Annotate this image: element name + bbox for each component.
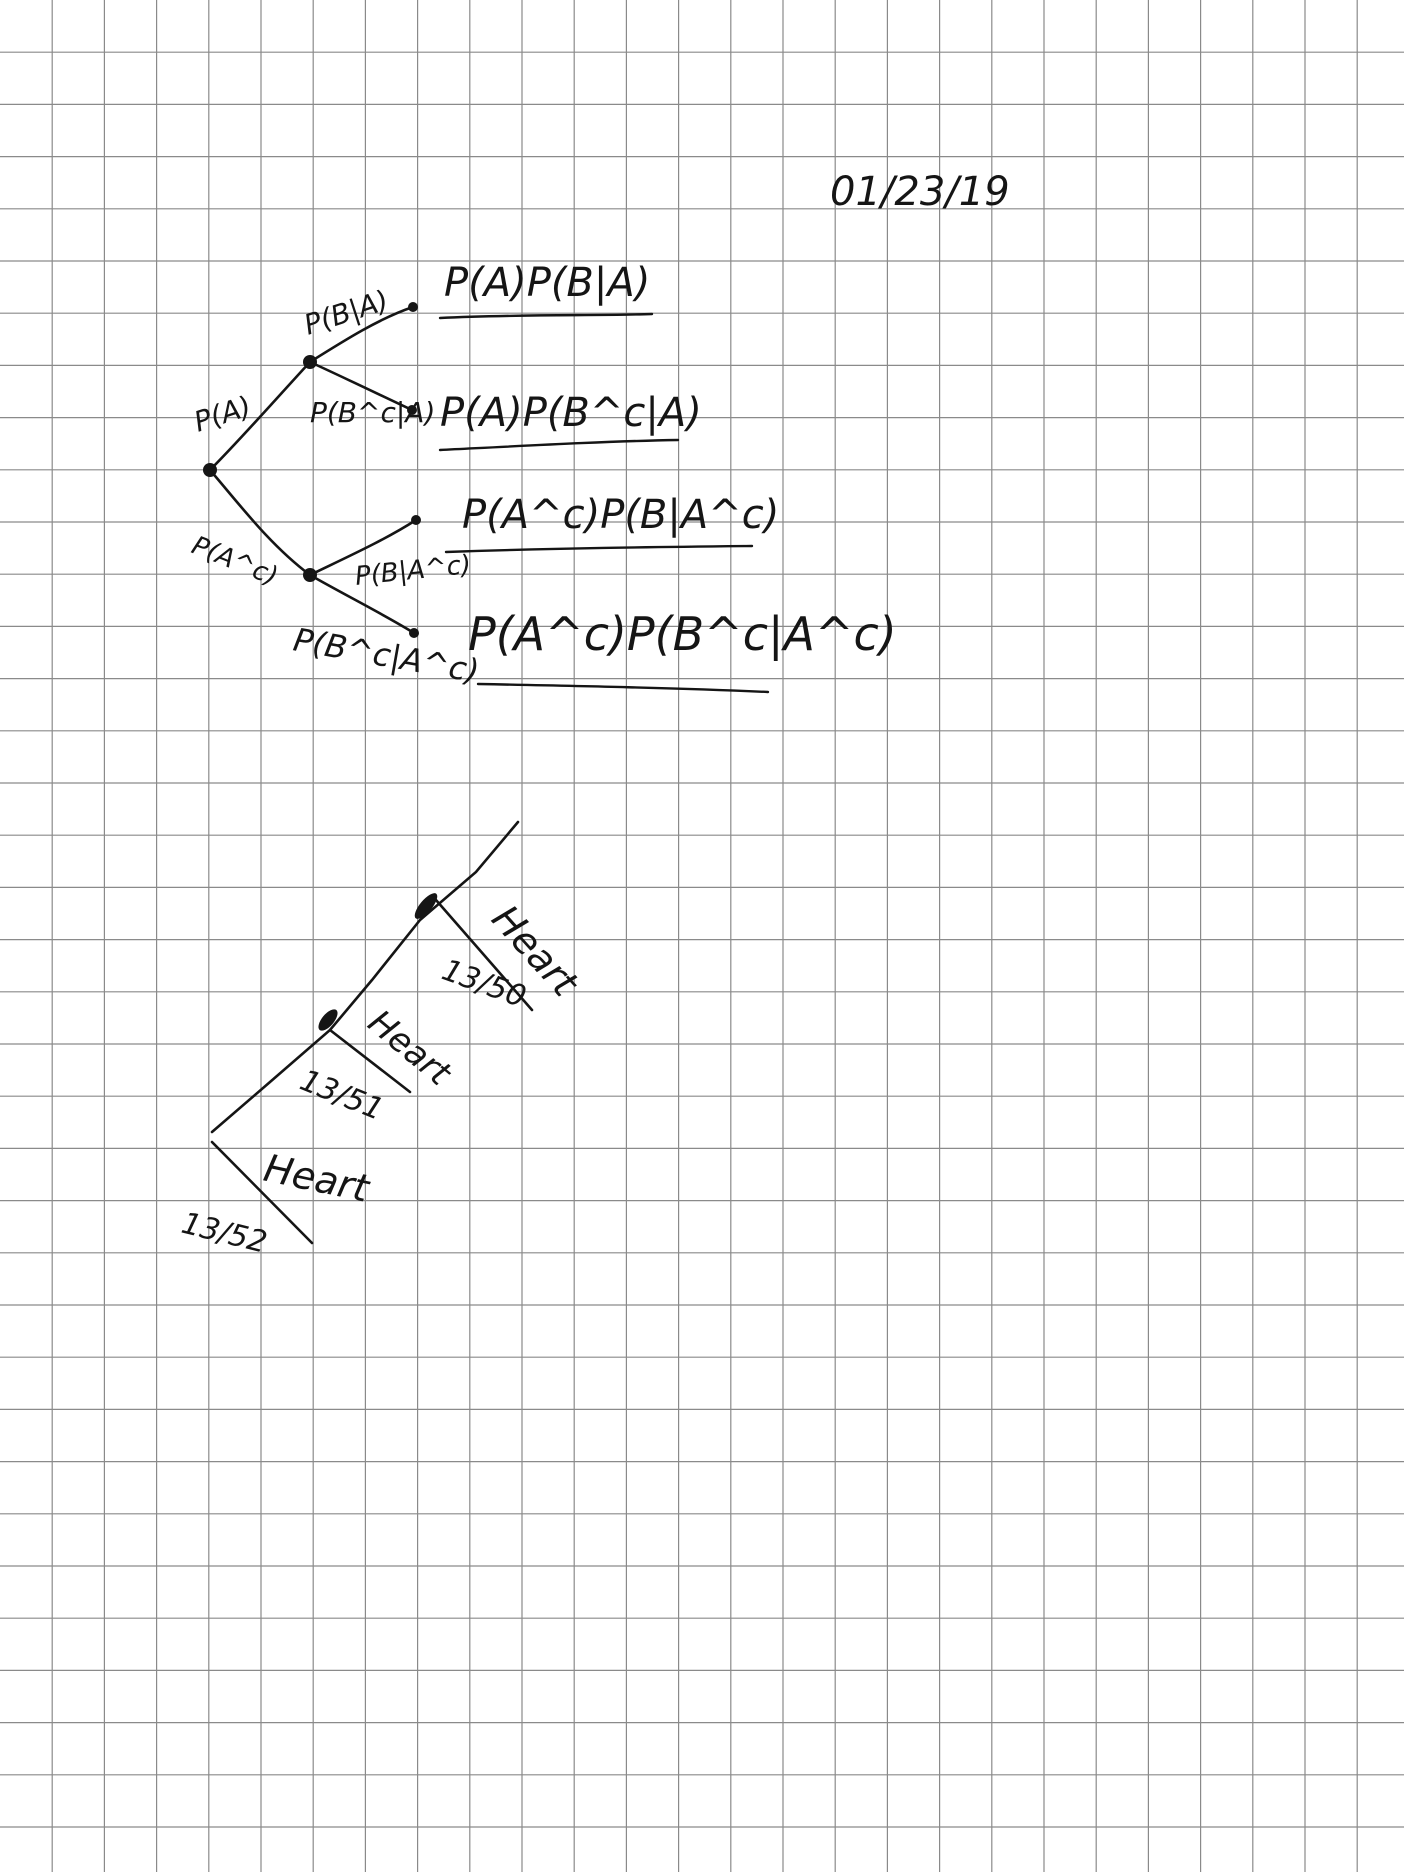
outcome-2: P(A)P(B^c|A) <box>440 390 702 436</box>
leaf-node-3 <box>411 515 421 525</box>
branch-bc-given-a <box>308 360 414 412</box>
heart-main-line <box>210 820 520 1134</box>
heart-stage-1-branch <box>210 1140 314 1245</box>
node-a-complement <box>303 568 317 582</box>
outcome-3-underline <box>444 544 754 554</box>
leaf-node-1 <box>408 302 418 312</box>
branch-a <box>208 360 312 472</box>
branch-a-complement <box>208 468 312 577</box>
branch-b-given-ac <box>308 518 418 577</box>
branch-b-given-a <box>308 305 415 364</box>
branch-label-bc-given-a: P(B^c|A) <box>310 396 435 429</box>
leaf-node-4 <box>409 628 419 638</box>
outcome-4-underline <box>476 682 770 694</box>
node-a <box>303 355 317 369</box>
outcome-1-underline <box>438 312 654 320</box>
heart-node-3 <box>414 893 438 919</box>
heart-stage-2-branch <box>328 1028 412 1094</box>
outcome-4: P(A^c)P(B^c|A^c) <box>468 607 897 662</box>
heart-stage-3-branch <box>434 898 534 1012</box>
leaf-node-2 <box>407 405 417 415</box>
root-node <box>203 463 217 477</box>
outcome-3: P(A^c)P(B|A^c) <box>462 492 779 538</box>
branch-bc-given-ac <box>308 573 416 635</box>
date-label: 01/23/19 <box>830 169 1010 215</box>
heart-node-2 <box>318 1009 338 1031</box>
outcome-2-underline <box>438 438 680 452</box>
outcome-1: P(A)P(B|A) <box>444 260 650 306</box>
